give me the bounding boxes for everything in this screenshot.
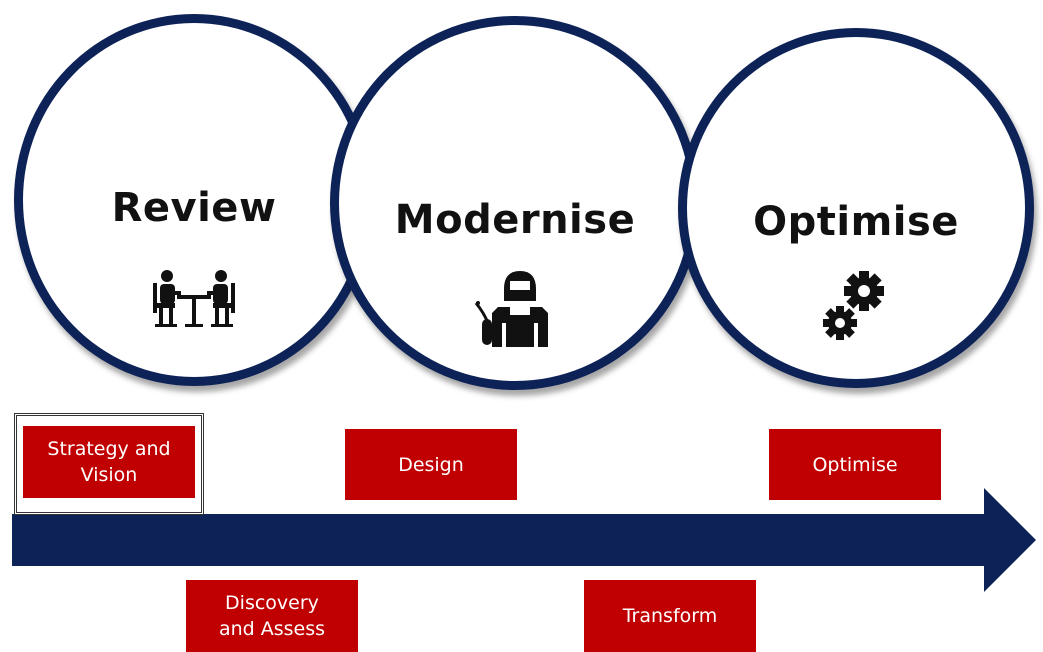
phase-circle-optimise: Optimise [678,28,1034,388]
phase-title: Optimise [753,199,959,245]
phase-circle-review: Review [14,14,374,386]
phase-circle-modernise: Modernise [330,16,700,390]
step-discovery-and-assess[interactable]: Discovery and Assess [186,580,358,652]
step-optimise[interactable]: Optimise [769,429,941,500]
phase-title: Review [111,185,277,231]
timeline-arrow [12,488,1036,592]
meeting-icon [153,270,235,327]
gears-icon [823,271,884,340]
step-design[interactable]: Design [345,429,517,500]
selection-frame [14,413,204,515]
phase-title: Modernise [394,197,636,243]
step-transform[interactable]: Transform [584,580,756,652]
welder-icon [474,271,548,347]
step-strategy-and-vision[interactable]: Strategy and Vision [23,426,195,498]
